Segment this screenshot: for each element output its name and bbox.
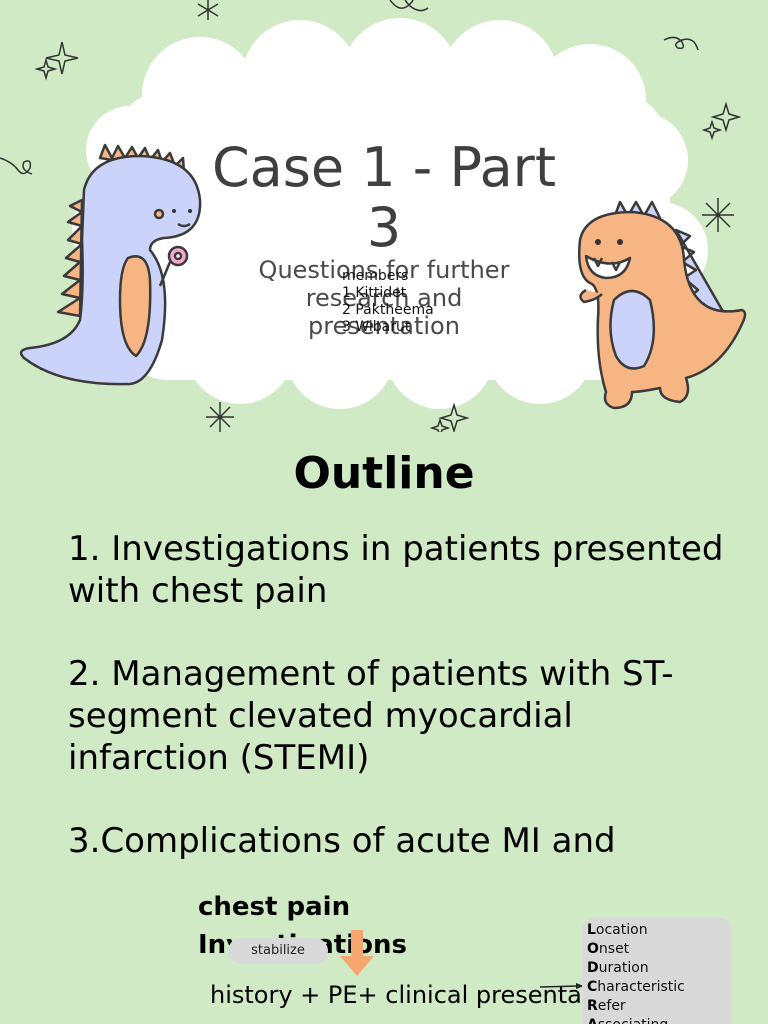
outline-heading: Outline — [293, 448, 475, 499]
down-arrow-icon — [340, 930, 374, 976]
sparkle-icon — [34, 41, 742, 432]
history-text: history + PE+ clinical presentation — [210, 981, 628, 1009]
stabilize-pill: stabilize — [228, 938, 328, 964]
mnemonic-item: Associating — [587, 1016, 732, 1024]
blue-dinosaur-illustration — [19, 143, 202, 386]
member-item: 2 Paktheema — [342, 302, 434, 318]
chest-pain-heading: chest pain — [198, 892, 351, 922]
outline-list: 1. Investigations in patients presented … — [68, 528, 728, 864]
member-item: 3 Wibarut — [342, 319, 411, 335]
outline-item: 1. Investigations in patients presented … — [68, 529, 724, 611]
members-list: members 1 Kittidet 2 Paktheema 3 Wibarut — [342, 268, 434, 336]
orange-dinosaur-illustration — [578, 200, 747, 410]
mnemonic-item: Refer — [587, 998, 626, 1014]
member-item: 1 Kittidet — [342, 285, 407, 301]
slide-subtitle: Questions for further research and prese… — [258, 256, 510, 340]
outline-slide: Outline 1. Investigations in patients pr… — [0, 432, 768, 864]
slide-title: Case 1 - Part 3 — [211, 136, 557, 259]
mnemonic-item: Characteristic — [587, 979, 685, 995]
lodcra-mnemonic-box: Location Onset Duration Characteristic R… — [582, 918, 732, 1024]
title-slide: Case 1 - Part 3 Questions for further re… — [0, 0, 768, 432]
members-label: members — [342, 268, 409, 284]
outline-item: 2. Management of patients with ST-segmen… — [68, 654, 674, 778]
squiggle-icon — [0, 0, 699, 175]
outline-item: 3.Complications of acute MI and — [68, 821, 616, 861]
right-arrow-icon — [540, 983, 584, 989]
slide-decoration — [0, 0, 747, 432]
star-burst-icon — [197, 0, 734, 432]
investigations-slide: chest pain Investigations stabilize hist… — [0, 864, 768, 1024]
mnemonic-item: Duration — [587, 960, 649, 976]
mnemonic-item: Onset — [587, 941, 630, 957]
mnemonic-item: Location — [587, 922, 648, 938]
